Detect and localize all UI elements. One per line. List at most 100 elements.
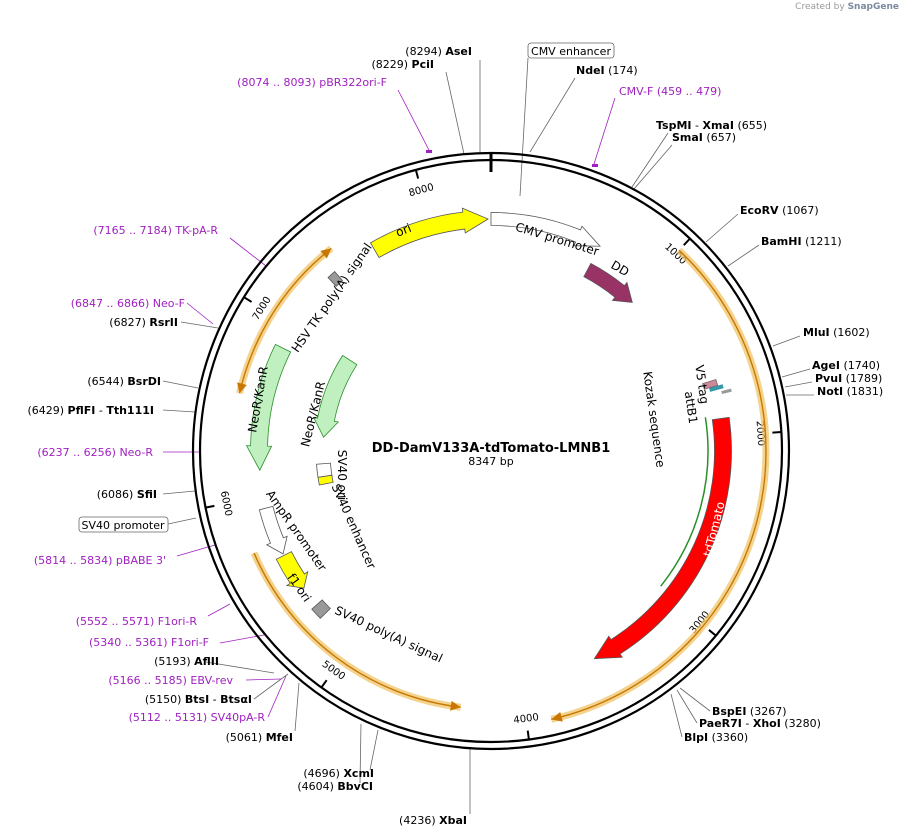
- site-bspei: BspEI (3267): [712, 705, 787, 718]
- sv40-enhancer-label: SV40 enhancer: [329, 482, 379, 571]
- orf-neo-outer-arrow: [320, 248, 332, 259]
- leader-cmv-enhancer: [519, 57, 529, 197]
- tick-label: 8000: [408, 182, 435, 199]
- neo-kanr-outer-feature: [245, 343, 292, 472]
- site-rsrii: (6827) RsrII: [109, 316, 178, 329]
- leader-ecorv: [705, 213, 739, 243]
- site-mlui: MluI (1602): [803, 326, 870, 339]
- sv40-polya-feature: [311, 599, 331, 619]
- leader-sv40-promoter: [167, 517, 197, 525]
- primer-tk-pa-r: (7165 .. 7184) TK-pA-R: [93, 224, 218, 237]
- site-tspmi-xmai: TspMI - XmaI (655): [656, 119, 767, 132]
- site-agei: AgeI (1740): [812, 359, 880, 372]
- orf-backbone-orange-glow: [250, 551, 462, 711]
- snapgene-logo: SnapGene: [847, 2, 899, 12]
- leader-xcmi: [369, 729, 379, 771]
- sv40-polya-label: SV40 poly(A) signal: [333, 603, 445, 665]
- primer-mark-cmv: [592, 164, 598, 167]
- site-bsrdi: (6544) BsrDI: [87, 375, 161, 388]
- primer-cmv-f: CMV-F (459 .. 479): [619, 85, 721, 98]
- leader-ndei: [529, 77, 576, 153]
- leader-aflii: [205, 661, 275, 674]
- tick-mark: [683, 237, 691, 246]
- leader-cmv-f: [593, 97, 616, 165]
- site-pvui: PvuI (1789): [815, 372, 882, 385]
- leader-bbvci: [359, 723, 362, 784]
- primer-f1ori-f: (5340 .. 5361) F1ori-F: [89, 636, 209, 649]
- f1-ori-feature: [275, 551, 309, 589]
- site-xbai: (4236) XbaI: [399, 814, 467, 827]
- ori-feature: [369, 207, 489, 259]
- site-ndei: NdeI (174): [576, 64, 638, 77]
- primer-pbr322ori-f: (8074 .. 8093) pBR322ori-F: [237, 76, 387, 89]
- site-mfei: (5061) MfeI: [226, 731, 293, 744]
- primer-pbabe3: (5814 .. 5834) pBABE 3': [34, 554, 166, 567]
- dd-feature: [583, 262, 633, 303]
- hsv-tk-label: HSV TK poly(A) signal: [289, 240, 375, 354]
- orf-neo-outer: [261, 247, 332, 332]
- site-btsi: (5150) BtsI - BtsαI: [145, 693, 252, 706]
- leader-pbr322: [397, 89, 431, 153]
- attb1-feature: [709, 384, 724, 392]
- site-ecorv: EcoRV (1067): [740, 204, 819, 217]
- leader-bsrdi: [162, 380, 199, 389]
- site-smai: SmaI (657): [672, 131, 736, 144]
- leader-pflfi: [162, 409, 196, 413]
- leader-agei: [781, 368, 811, 378]
- tick-mark: [708, 629, 717, 637]
- leader-tspmi: [631, 132, 669, 188]
- site-xcmi: (4696) XcmI: [303, 767, 374, 780]
- sv40-promoter-label: SV40 promoter: [81, 519, 165, 532]
- tick-label: 4000: [513, 712, 540, 726]
- site-bamhi: BamHI (1211): [761, 235, 842, 248]
- primer-f1ori-r: (5552 .. 5571) F1ori-R: [76, 615, 198, 628]
- tick-mark: [320, 679, 328, 689]
- sv40-promoter-box: [78, 516, 169, 533]
- leader-f1ori-r: [207, 603, 231, 617]
- leader-btsi: [253, 673, 289, 700]
- snapgene-credit: Created by SnapGene: [795, 2, 899, 12]
- site-blpi: BlpI (3360): [684, 731, 748, 744]
- primer-neo-r: (6237 .. 6256) Neo-R: [37, 446, 153, 459]
- site-aflii: (5193) AflII: [154, 655, 219, 668]
- primer-sv40pa-r: (5112 .. 5131) SV40pA-R: [129, 711, 266, 724]
- cmv-enhancer-label: CMV enhancer: [531, 45, 611, 58]
- cmv-enhancer-box: [527, 42, 615, 59]
- orf-backbone-orange: [253, 552, 461, 708]
- leader-sfii: [162, 490, 196, 495]
- ampr-promoter-feature: [258, 505, 288, 555]
- tdtomato-inner-arrow: [660, 417, 709, 587]
- tick-mark: [205, 504, 215, 509]
- plasmid-length: 8347 bp: [468, 455, 513, 468]
- backbone-outer-ring: [191, 151, 791, 751]
- tick-mark: [772, 431, 782, 434]
- leader-bspei: [679, 687, 711, 712]
- kozak-label: Kozak sequence: [640, 371, 667, 469]
- primer-neo-f: (6847 .. 6866) Neo-F: [71, 297, 185, 310]
- leader-pcii: [445, 71, 465, 155]
- tick-label: 6000: [218, 490, 234, 517]
- ori-label: ori: [394, 221, 414, 240]
- orf-dd-tdtomato: [551, 249, 767, 720]
- site-paer7i-xhoi: PaeR7I - XhoI (3280): [699, 717, 821, 730]
- orf-backbone-orange-arrow: [450, 700, 461, 711]
- primer-mark-pbr322: [426, 150, 432, 153]
- tick-mark: [414, 169, 420, 179]
- sv40-enhancer-feature: [316, 462, 333, 478]
- leader-smai: [633, 144, 673, 190]
- v5-tag-feature: [702, 379, 719, 390]
- tdtomato-feature: [593, 416, 732, 660]
- site-noti: NotI (1831): [817, 385, 883, 398]
- neo-kanr-inner-feature: [312, 354, 358, 438]
- leader-sv40pa-r: [267, 675, 287, 718]
- v5-tag-label: V5 tag: [692, 364, 711, 405]
- leader-blpi: [670, 693, 683, 738]
- primer-ebv-rev: (5166 .. 5185) EBV-rev: [108, 674, 233, 687]
- site-bbvci: (4604) BbvCI: [297, 780, 373, 793]
- leader-paer7i: [676, 689, 698, 724]
- plasmid-name: DD-DamV133A-tdTomato-LMNB1: [372, 441, 611, 456]
- site-pcii: (8229) PciI: [371, 58, 434, 71]
- attb1-label: attB1: [682, 390, 700, 424]
- orf-dd-tdtomato-arrow: [551, 711, 563, 722]
